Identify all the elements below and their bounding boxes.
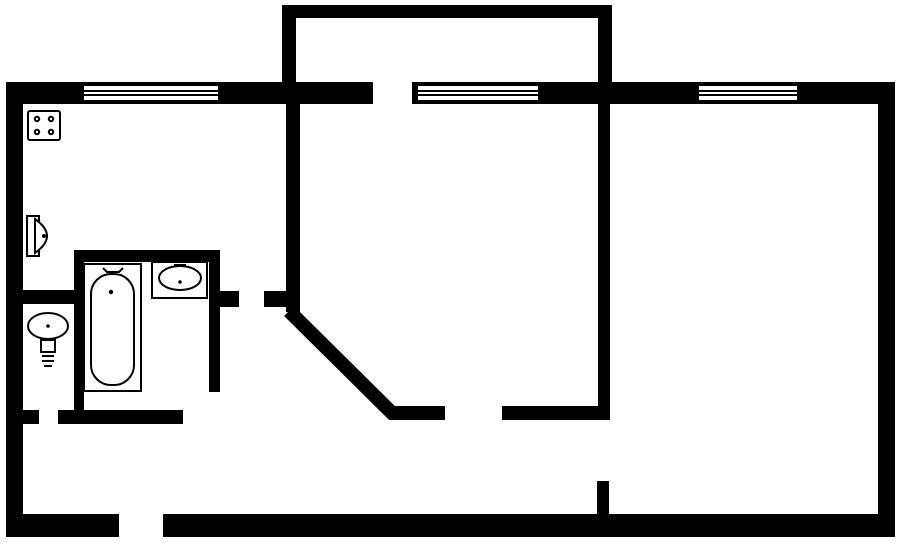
wall-diagonal bbox=[284, 306, 445, 420]
wall-middle-right bbox=[598, 100, 610, 420]
interior-walls bbox=[264, 100, 610, 517]
bathroom-wall-stub bbox=[219, 291, 239, 307]
kitchen-sink-icon bbox=[26, 215, 48, 257]
toilet-wall-top bbox=[6, 290, 84, 304]
wall-bottom-left bbox=[6, 514, 119, 537]
stove-icon bbox=[27, 110, 61, 141]
wall-left bbox=[6, 82, 23, 537]
toilet-room bbox=[6, 290, 84, 424]
toilet-wall-bottom-stub bbox=[6, 410, 39, 424]
toilet-icon bbox=[27, 312, 69, 367]
windows bbox=[84, 84, 797, 102]
wall-stub-hall bbox=[264, 291, 288, 307]
wall-stub-bottom bbox=[597, 481, 609, 517]
window-middle-room bbox=[418, 84, 538, 102]
bathroom-sink-icon bbox=[151, 261, 208, 299]
bathroom-wall-right bbox=[209, 250, 220, 392]
window-right-room bbox=[699, 84, 797, 102]
bathroom-wall-top bbox=[74, 250, 220, 262]
wall-kitchen-room bbox=[286, 100, 300, 312]
bathtub-icon bbox=[83, 263, 142, 392]
bathroom-wall-left bbox=[74, 250, 84, 410]
bathroom-wall-bottom bbox=[58, 410, 183, 424]
balcony-wall-top bbox=[282, 5, 612, 18]
balcony-wall-left bbox=[282, 5, 296, 87]
balcony bbox=[282, 5, 612, 87]
balcony-wall-right bbox=[598, 5, 612, 87]
wall-right bbox=[878, 82, 895, 537]
window-kitchen bbox=[84, 84, 218, 102]
bathroom bbox=[58, 250, 239, 424]
wall-middle-bottom bbox=[502, 406, 610, 420]
wall-bottom-right bbox=[163, 514, 895, 537]
